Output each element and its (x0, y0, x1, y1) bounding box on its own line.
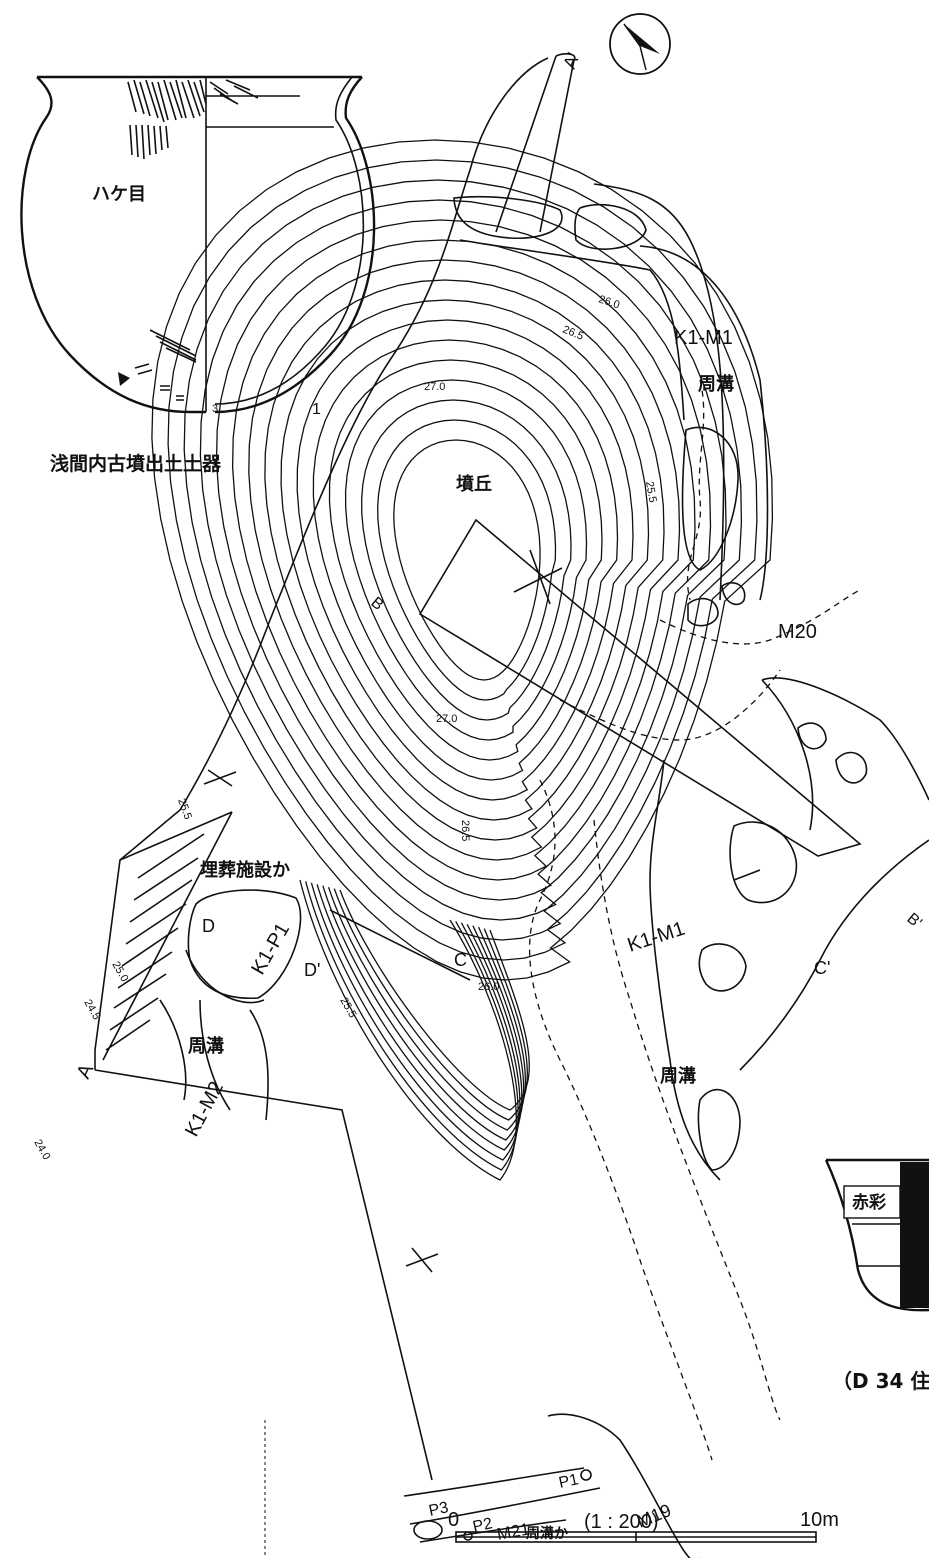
small-mark: 3 (212, 403, 218, 415)
mound-contours (151, 139, 774, 1181)
site-outline (94, 53, 769, 1481)
p1-label: P1 (557, 1471, 580, 1492)
p2-label: P2 (471, 1515, 494, 1536)
contour-line (312, 339, 619, 781)
inset-vessel: 赤彩 （D 34 住 (824, 1158, 929, 1393)
p3-label: P3 (427, 1499, 450, 1520)
contour-line-lower (322, 885, 525, 1141)
k1p1-label: K1-P1 (247, 919, 294, 978)
section-c-label: C (454, 950, 467, 970)
section-markers (203, 769, 761, 1273)
scale-end: 10m (800, 1509, 839, 1531)
k1m2-label: K1-M2 (181, 1078, 228, 1140)
contour-label-25-5-left: 25.5 (175, 797, 194, 821)
contour-line (344, 379, 588, 741)
pottery-caption: 浅間内古墳出土土器 (50, 452, 222, 475)
hake-hatching-lower (118, 329, 197, 401)
moat-label-upper: 周溝 (698, 373, 734, 395)
north-arrow-icon (609, 13, 671, 75)
contour-line (393, 439, 541, 681)
contour-line (167, 159, 758, 961)
contour-label-27-0-top: 27.0 (424, 381, 445, 393)
scale-zero: 0 (448, 1509, 459, 1531)
section-b-prime-label: B' (903, 910, 924, 932)
lower-moat-features (528, 759, 929, 1461)
contour-line (248, 259, 681, 861)
hake-label: ハケ目 (92, 184, 146, 205)
pottery-vessel-drawing: ハケ目 1 3 浅間内古墳出土土器 (20, 75, 376, 475)
section-d-prime-label: D' (304, 960, 320, 980)
k1m1-label-lower: K1-M1 (625, 918, 688, 957)
red-paint-label: 赤彩 (852, 1192, 886, 1213)
moat-label-lower-right: 周溝 (660, 1065, 696, 1087)
m20-label: M20 (778, 621, 817, 643)
contour-label-24-0: 24.0 (31, 1138, 52, 1163)
contour-line (296, 319, 634, 801)
contour-line (361, 399, 572, 721)
contour-label-26-0-top: 26.0 (597, 293, 621, 311)
moat-label-lower-left: 周溝 (188, 1035, 224, 1057)
contour-line-lower (316, 884, 523, 1151)
trench-b (418, 518, 862, 857)
burial-features (159, 889, 302, 1121)
contour-line (280, 299, 650, 821)
moat-maybe-label: 周溝か (526, 1525, 568, 1542)
contour-line-lower (310, 882, 521, 1161)
section-d-label: D (202, 916, 215, 936)
burial-label: 埋葬施設か (200, 859, 290, 881)
section-point-labels: A A' B B' C C' D D' (73, 50, 925, 1082)
contour-line-lower (299, 879, 517, 1181)
contour-line (199, 199, 727, 921)
scale-bar: 0 (1 : 200) 10m (448, 1509, 839, 1543)
contour-line-lower (327, 886, 527, 1131)
contour-line (151, 139, 774, 981)
m20-features (559, 589, 929, 831)
contour-label-27-0-mid: 27.0 (436, 713, 457, 725)
mound-label: 墳丘 (456, 474, 492, 495)
contour-line (183, 179, 743, 941)
plan-labels: 墳丘 周溝 周溝 周溝 埋葬施設か 周溝か K1-M1 K1-M1 K1-M2 … (181, 327, 817, 1544)
section-a-prime-label: A' (559, 50, 583, 72)
contour-line-lower (333, 888, 529, 1121)
contour-line (215, 219, 712, 901)
contour-label-26-5-mid: 26.5 (459, 820, 471, 841)
section-b-label: B (367, 594, 386, 614)
bottom-trench (403, 1413, 700, 1558)
scale-ratio: (1 : 200) (584, 1511, 658, 1533)
contour-line (377, 419, 557, 701)
hake-hatching-upper (127, 79, 259, 160)
contour-line (264, 279, 665, 841)
contour-line-lower (339, 889, 530, 1111)
contour-label-26-0-lower: 26.0 (478, 981, 499, 993)
contour-line (328, 359, 603, 761)
figure-number: 1 (312, 401, 321, 418)
trench-hatching (105, 833, 205, 1051)
section-c-prime-label: C' (814, 958, 830, 978)
contour-line-lower (305, 881, 519, 1171)
inset-caption: （D 34 住 (832, 1369, 929, 1393)
k1m1-label-upper: K1-M1 (674, 327, 733, 349)
contour-label-25-5-right: 25.5 (643, 480, 659, 503)
upper-moat-features (453, 195, 746, 627)
